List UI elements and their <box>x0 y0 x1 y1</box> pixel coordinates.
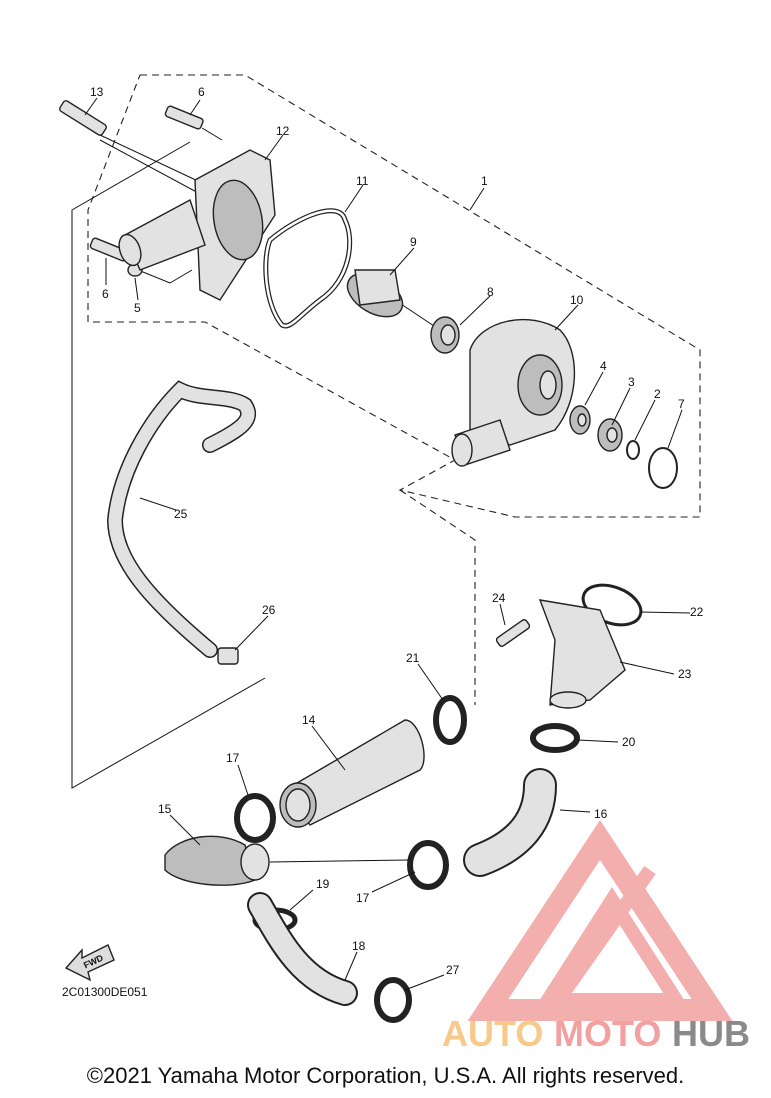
hose-25-fill <box>108 382 255 657</box>
label-19: 19 <box>316 877 330 891</box>
watermark-logo <box>467 820 733 1021</box>
gasket-11-inner <box>264 209 351 328</box>
label-14: 14 <box>302 713 316 727</box>
part-labels: 1 2 3 4 5 6 6 7 8 9 10 11 12 13 14 15 16… <box>90 85 704 977</box>
label-21: 21 <box>406 651 420 665</box>
hose-15 <box>164 835 270 886</box>
label-22: 22 <box>690 605 704 619</box>
gasket-22 <box>581 583 643 627</box>
seal-8 <box>430 316 460 354</box>
pump-housing-10 <box>451 318 576 467</box>
watermark-auto: AUTO <box>442 1013 543 1054</box>
hose-14 <box>279 719 425 828</box>
label-16: 16 <box>594 807 608 821</box>
connector-outline <box>399 489 476 705</box>
label-25: 25 <box>174 507 188 521</box>
label-17-bottom: 17 <box>356 891 370 905</box>
bracket-line-left <box>71 141 266 789</box>
label-11: 11 <box>356 174 369 188</box>
label-8: 8 <box>487 285 494 299</box>
label-6-left: 6 <box>102 287 109 301</box>
label-5: 5 <box>134 301 141 315</box>
bolt-24 <box>495 619 531 647</box>
label-3: 3 <box>628 375 635 389</box>
label-10: 10 <box>570 293 584 307</box>
clamp-17-top <box>234 793 276 843</box>
pump-cover-12 <box>118 149 276 301</box>
drawing-code: 2C01300DE051 <box>62 985 148 999</box>
hose-16-fill <box>465 770 555 875</box>
label-1: 1 <box>481 174 488 188</box>
label-4: 4 <box>600 359 607 373</box>
fwd-arrow: FWD <box>64 944 115 982</box>
label-20: 20 <box>622 735 636 749</box>
copyright-notice: ©2021 Yamaha Motor Corporation, U.S.A. A… <box>86 1063 685 1088</box>
label-7: 7 <box>678 397 685 411</box>
watermark-hub: HUB <box>672 1013 750 1054</box>
bracket-line-mid <box>137 269 193 284</box>
label-9: 9 <box>410 235 417 249</box>
watermark-moto: MOTO <box>554 1013 661 1054</box>
label-17-top: 17 <box>226 751 240 765</box>
clamp-27 <box>374 977 412 1023</box>
label-23: 23 <box>678 667 692 681</box>
clamp-26 <box>217 647 239 665</box>
watermark-text: AUTO MOTO HUB <box>442 1013 750 1054</box>
clamp-21 <box>433 695 467 745</box>
label-2: 2 <box>654 387 661 401</box>
label-12: 12 <box>276 124 290 138</box>
label-24: 24 <box>492 591 506 605</box>
clamp-17-bottom <box>407 840 449 890</box>
label-6-top: 6 <box>198 85 205 99</box>
circlip-2 <box>626 440 640 460</box>
impeller-9 <box>346 269 441 331</box>
bearing-4 <box>569 405 591 435</box>
label-27: 27 <box>446 963 460 977</box>
hose-18-fill <box>249 894 356 1004</box>
clamp-20 <box>530 723 580 753</box>
bearing-3 <box>597 418 623 452</box>
bolt-6-top <box>164 105 223 141</box>
fitting-23 <box>538 599 626 709</box>
label-26: 26 <box>262 603 276 617</box>
o-ring-7 <box>648 447 678 489</box>
label-15: 15 <box>158 802 172 816</box>
leader-lines <box>84 97 691 991</box>
label-13: 13 <box>90 85 104 99</box>
label-18: 18 <box>352 939 366 953</box>
